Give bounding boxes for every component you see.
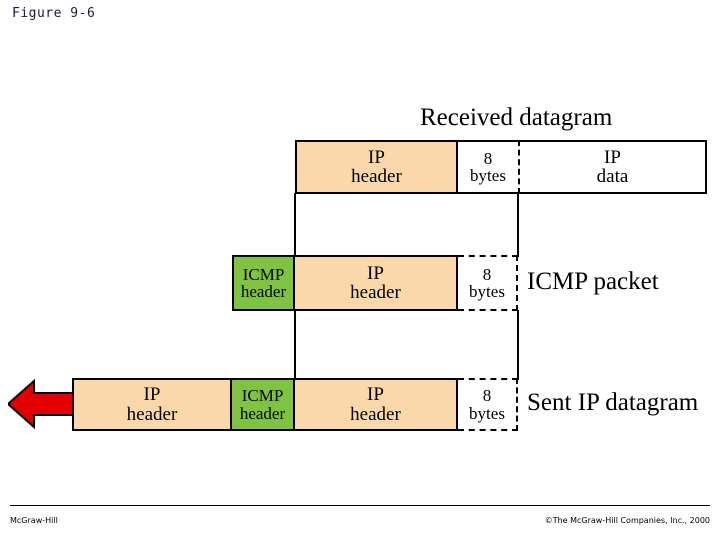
footer-divider bbox=[10, 505, 710, 506]
cell-line1: IP bbox=[367, 384, 384, 406]
cell-ip-header-row1: IP header bbox=[295, 140, 458, 194]
cell-line2: bytes bbox=[470, 166, 506, 185]
cell-line2: header bbox=[351, 166, 402, 187]
caption-icmp-packet: ICMP packet bbox=[527, 268, 659, 295]
cell-line1: 8 bbox=[482, 264, 492, 284]
cell-line1: IP bbox=[604, 146, 621, 168]
connector-line-left-upper bbox=[294, 193, 296, 257]
cell-line1: IP bbox=[367, 262, 384, 284]
cell-ip-header-row2: IP header bbox=[295, 255, 458, 311]
caption-received-datagram: Received datagram bbox=[420, 104, 613, 131]
cell-8-bytes-row3: 8 bytes bbox=[458, 378, 518, 431]
packet-encapsulation-diagram: Received datagram IP header 8 bytes IP d… bbox=[8, 104, 707, 431]
cell-line2: data bbox=[596, 166, 629, 187]
cell-line2: bytes bbox=[469, 282, 505, 301]
connector-line-right-upper bbox=[517, 193, 519, 257]
cell-ip-header-inner-row3: IP header bbox=[295, 378, 458, 431]
cell-line2: header bbox=[240, 282, 287, 301]
cell-line2: header bbox=[350, 403, 401, 425]
cell-line1: ICMP bbox=[242, 264, 285, 284]
cell-icmp-header-row3: ICMP header bbox=[232, 378, 295, 431]
cell-line1: ICMP bbox=[241, 386, 284, 406]
row-received-datagram: IP header 8 bytes IP data bbox=[295, 140, 707, 194]
left-arrow-icon bbox=[8, 378, 76, 430]
cell-line1: IP bbox=[143, 384, 161, 406]
cell-icmp-header-row2: ICMP header bbox=[232, 255, 295, 311]
footer-copyright: ©The McGraw-Hill Companies, Inc., 2000 bbox=[544, 516, 710, 525]
caption-sent-ip-datagram: Sent IP datagram bbox=[527, 389, 699, 416]
cell-ip-data-row1: IP data bbox=[518, 140, 707, 194]
row-sent-ip-datagram: IP header ICMP header IP header 8 bytes bbox=[72, 378, 518, 431]
figure-label: Figure 9-6 bbox=[12, 6, 96, 21]
cell-line2: header bbox=[239, 403, 286, 423]
cell-line2: header bbox=[350, 282, 401, 303]
cell-ip-header-outer-row3: IP header bbox=[72, 378, 232, 431]
cell-line2: header bbox=[126, 403, 178, 425]
cell-line1: IP bbox=[368, 146, 385, 168]
connector-line-right-lower bbox=[517, 310, 519, 380]
row-icmp-packet: ICMP header IP header 8 bytes bbox=[232, 255, 518, 311]
cell-line2: bytes bbox=[469, 403, 505, 423]
cell-line1: 8 bbox=[483, 148, 493, 168]
footer-publisher: McGraw-Hill bbox=[10, 516, 58, 525]
cell-line1: 8 bbox=[482, 386, 492, 406]
cell-8-bytes-row1: 8 bytes bbox=[458, 140, 518, 194]
cell-8-bytes-row2: 8 bytes bbox=[458, 255, 518, 311]
connector-line-left-lower bbox=[294, 310, 296, 380]
